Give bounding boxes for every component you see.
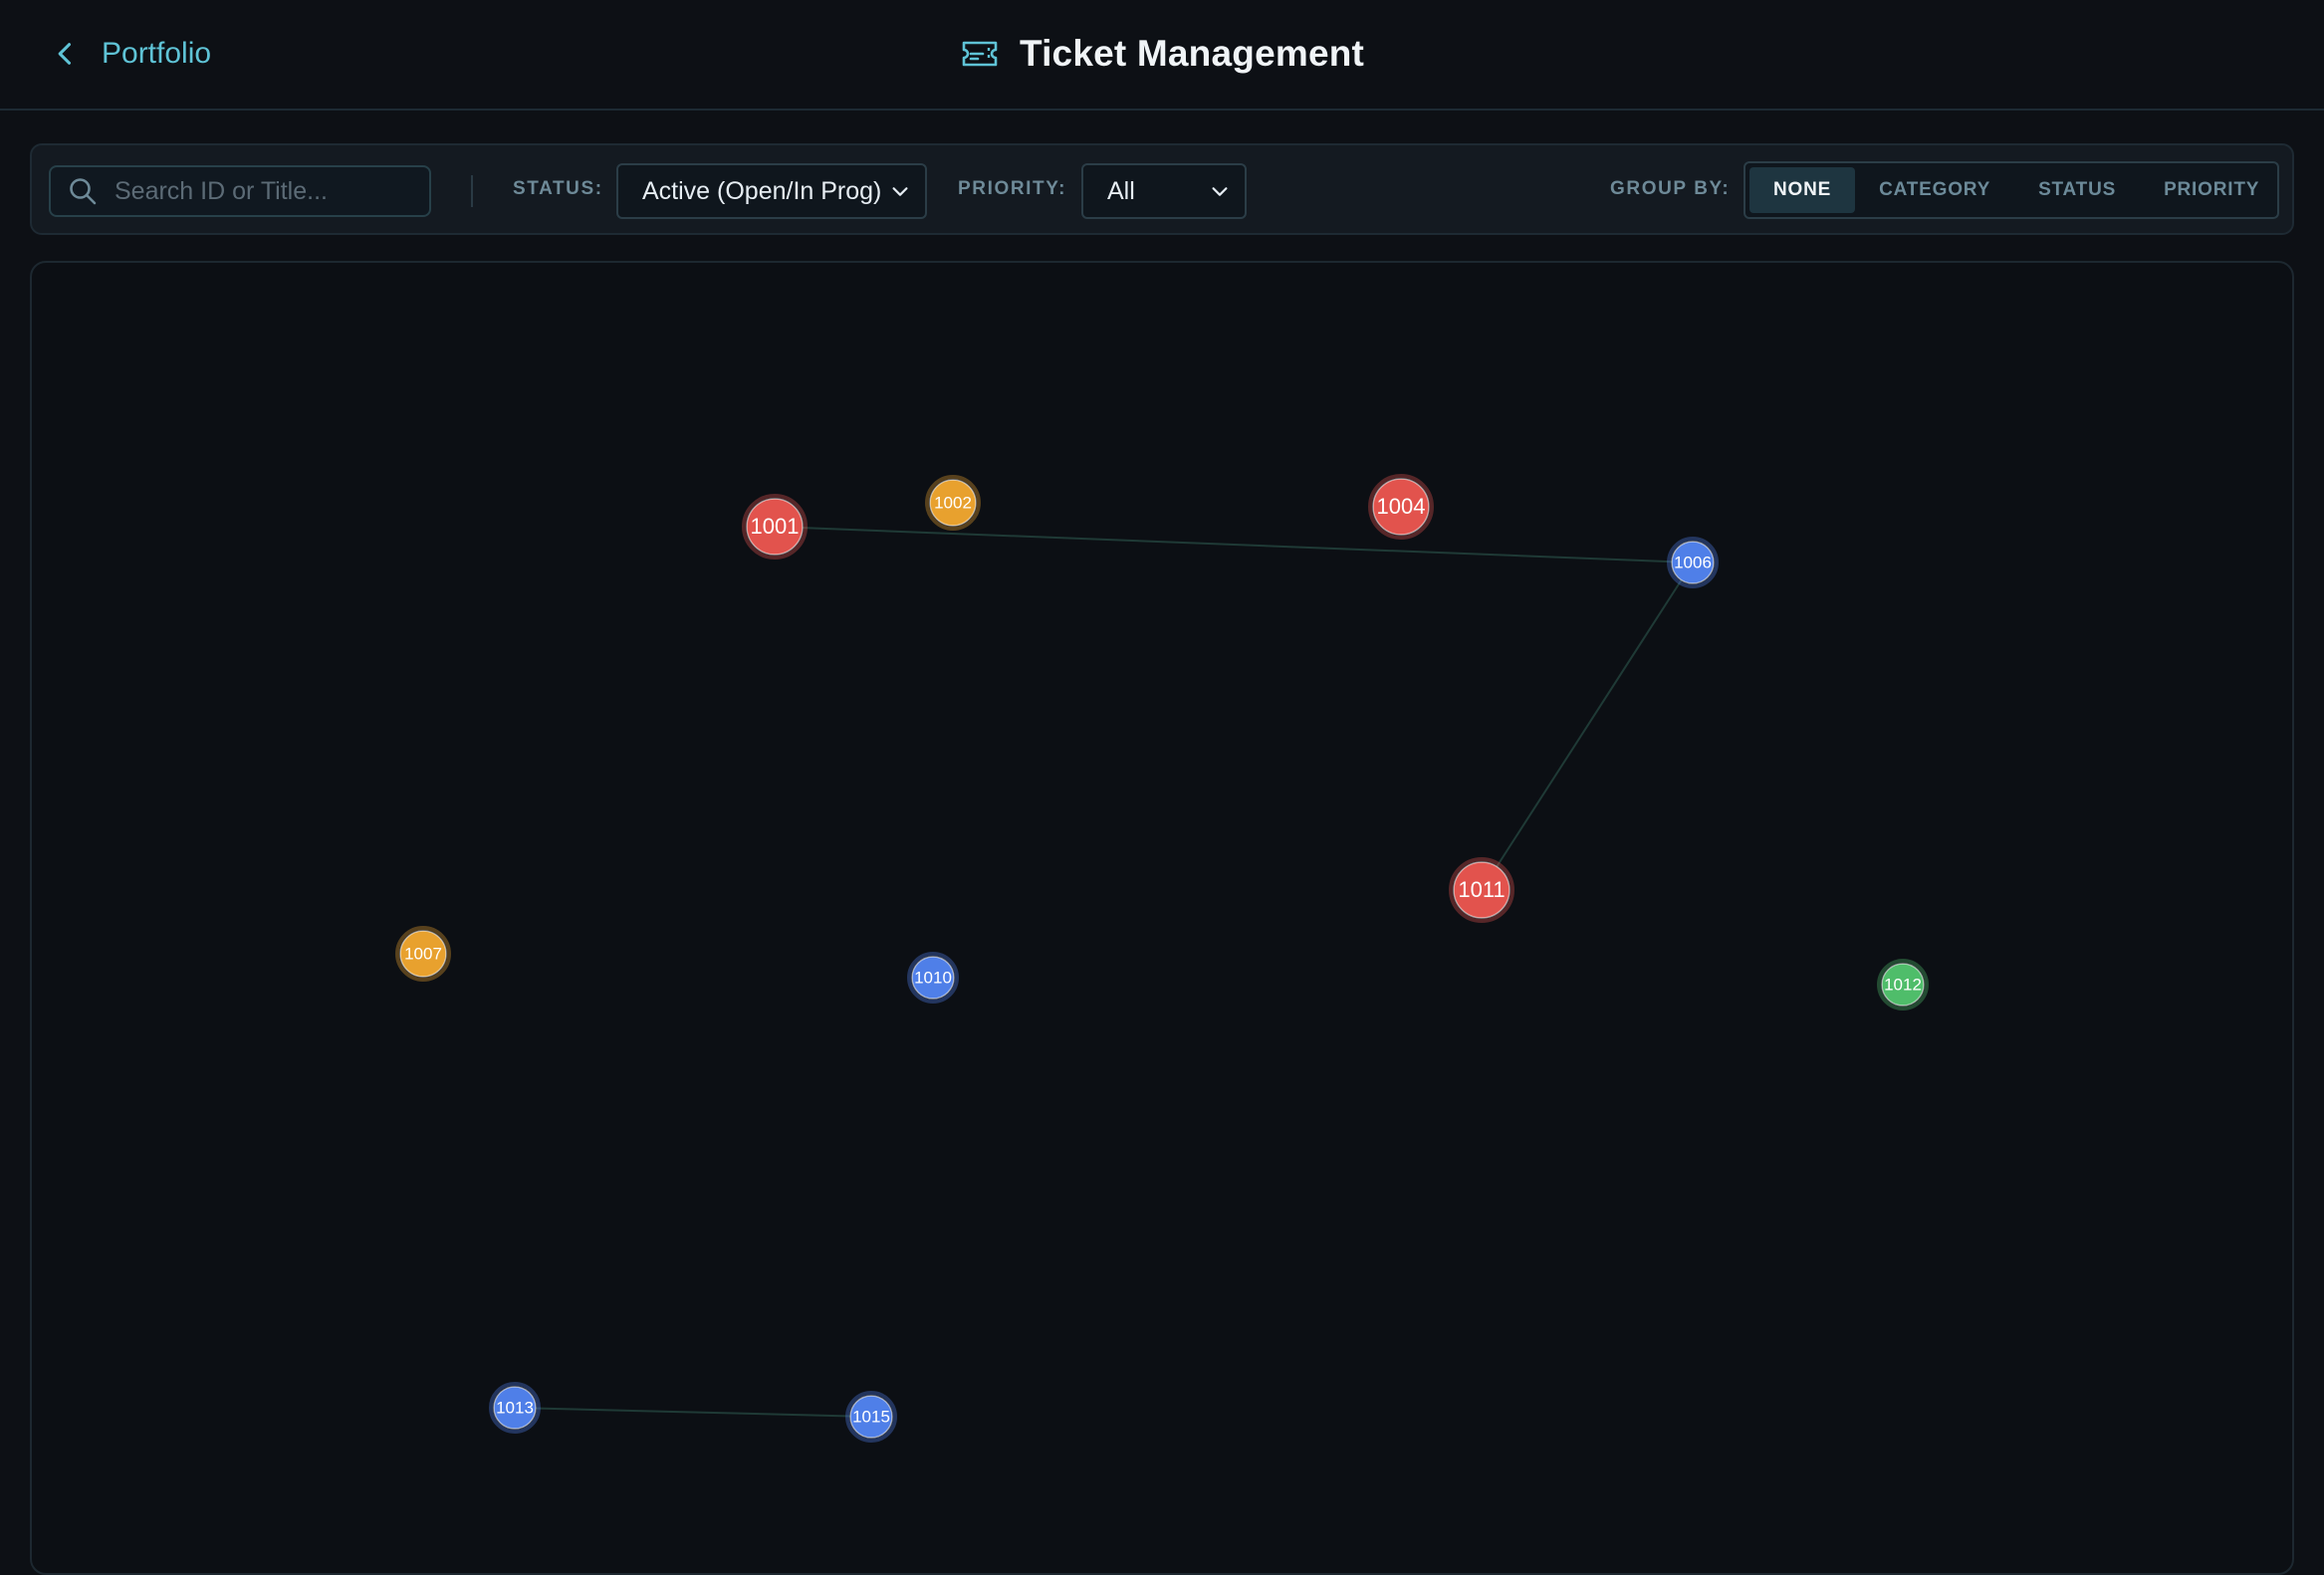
node-glow <box>742 494 808 560</box>
node-glow <box>925 475 981 531</box>
status-filter-select[interactable]: Active (Open/In Prog) <box>616 163 927 219</box>
node-glow <box>1368 474 1434 540</box>
node-circle <box>746 498 804 556</box>
node-circle <box>399 930 447 978</box>
priority-filter-select[interactable]: All <box>1081 163 1247 219</box>
toolbar-divider <box>471 175 473 207</box>
ticket-node-1015[interactable]: 1015 <box>845 1391 897 1443</box>
ticket-node-1001[interactable]: 1001 <box>742 494 808 560</box>
search-box[interactable] <box>49 165 431 217</box>
node-label: 1012 <box>1884 975 1922 994</box>
chevron-down-icon <box>892 187 908 196</box>
ticket-node-1002[interactable]: 1002 <box>925 475 981 531</box>
edge-1001-1006 <box>774 526 1694 563</box>
node-label: 1010 <box>914 968 952 987</box>
back-to-portfolio-link[interactable]: Portfolio <box>52 30 211 78</box>
edge-1013-1015 <box>514 1407 872 1418</box>
status-filter-value: Active (Open/In Prog) <box>642 176 882 205</box>
ticket-graph-panel: 1001 1002 1004 1006 1007 1010 1011 1012 1013 1015 <box>30 261 2294 1575</box>
node-label: 1011 <box>1458 877 1505 902</box>
group-by-status-button[interactable]: STATUS <box>2038 179 2117 200</box>
node-glow <box>395 926 451 982</box>
group-by-priority-button[interactable]: PRIORITY <box>2164 179 2260 200</box>
node-label: 1006 <box>1674 553 1712 571</box>
node-glow <box>1667 537 1719 588</box>
node-circle <box>1453 861 1511 919</box>
ticket-node-1012[interactable]: 1012 <box>1877 959 1929 1011</box>
node-label: 1015 <box>852 1407 890 1426</box>
node-circle <box>911 956 955 1000</box>
ticket-node-1007[interactable]: 1007 <box>395 926 451 982</box>
chevron-left-icon <box>58 43 72 65</box>
search-input[interactable] <box>115 176 413 206</box>
node-circle <box>493 1386 537 1430</box>
ticket-node-1010[interactable]: 1010 <box>907 952 959 1004</box>
node-glow <box>489 1382 541 1434</box>
node-circle <box>1372 478 1430 536</box>
node-label: 1004 <box>1377 494 1426 519</box>
priority-filter-label: PRIORITY: <box>958 178 1067 199</box>
node-circle <box>849 1395 893 1439</box>
node-label: 1002 <box>934 493 972 512</box>
ticket-node-1013[interactable]: 1013 <box>489 1382 541 1434</box>
node-label: 1007 <box>404 944 442 963</box>
group-by-category-button[interactable]: CATEGORY <box>1879 179 1991 200</box>
node-circle <box>1881 963 1925 1007</box>
node-glow <box>907 952 959 1004</box>
group-by-label: GROUP BY: <box>1610 178 1731 199</box>
top-bar: Portfolio Ticket Management <box>0 0 2324 111</box>
node-glow <box>1877 959 1929 1011</box>
status-filter-label: STATUS: <box>513 178 603 199</box>
priority-filter-value: All <box>1107 176 1135 205</box>
ticket-node-1006[interactable]: 1006 <box>1667 537 1719 588</box>
chevron-down-icon <box>1212 187 1228 196</box>
ticket-node-1011[interactable]: 1011 <box>1449 857 1514 923</box>
node-glow <box>1449 857 1514 923</box>
node-glow <box>845 1391 897 1443</box>
node-circle <box>929 479 977 527</box>
page-title: Ticket Management <box>1019 33 1365 74</box>
group-by-none-button[interactable]: NONE <box>1749 167 1856 213</box>
search-icon <box>70 178 97 205</box>
graph-edges <box>514 526 1694 1418</box>
filter-toolbar: STATUS: Active (Open/In Prog) PRIORITY: … <box>30 143 2294 235</box>
edge-1006-1011 <box>1481 562 1694 891</box>
ticket-graph[interactable]: 1001 1002 1004 1006 1007 1010 1011 1012 1013 1015 <box>32 263 2294 1575</box>
node-circle <box>1671 541 1715 584</box>
page-title-group: Ticket Management <box>0 24 2324 84</box>
group-by-segmented-control: NONE CATEGORY STATUS PRIORITY <box>1743 161 2279 219</box>
node-label: 1013 <box>496 1398 534 1417</box>
ticket-icon <box>962 41 998 67</box>
back-label: Portfolio <box>102 37 212 70</box>
ticket-node-1004[interactable]: 1004 <box>1368 474 1434 540</box>
node-label: 1001 <box>751 514 800 539</box>
